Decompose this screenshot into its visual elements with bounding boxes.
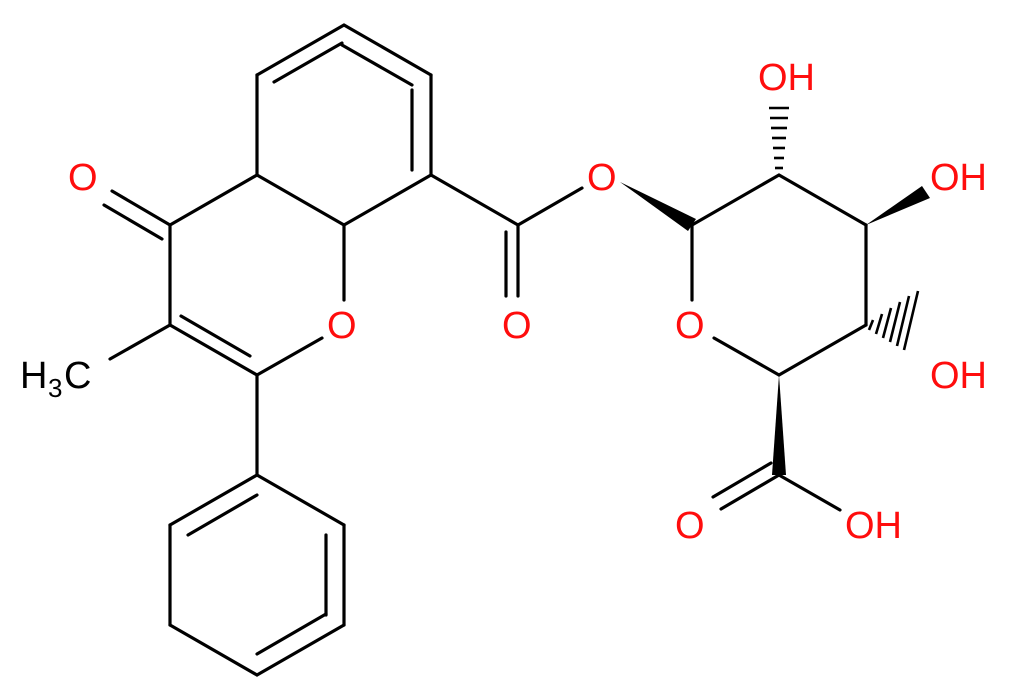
ester-oxygen-label: O [587,157,617,199]
wedge-bond-anomeric [620,182,696,231]
methyl-bond [108,323,172,361]
svg-text:C: C [64,355,91,397]
pyranose-oxygen-label: O [675,305,705,347]
svg-text:H: H [20,355,47,397]
acid-hydroxyl-label: OH [845,505,902,547]
acid-oxygen-label: O [675,505,705,547]
pyranone-ring [168,173,346,377]
hydroxyl-c2-label: OH [758,57,815,99]
wedge-bond-c3 [866,186,930,225]
ring-oxygen-label: O [327,305,357,347]
hash-bond-c4 [867,290,920,351]
carbonyl-oxygen-label: O [502,305,532,347]
ketone-oxygen-label: O [68,157,98,199]
hydroxyl-c4-label: OH [930,355,987,397]
methyl-label: H 3 C [20,355,91,403]
ester-group [429,173,584,298]
wedge-bond-c5 [772,375,786,475]
hash-bond-c2 [769,106,789,170]
carboxyl-group [711,461,842,512]
benzo-ring [255,23,433,227]
hydroxyl-c3-label: OH [930,157,987,199]
svg-text:3: 3 [48,373,62,403]
pyranose-ring [690,173,868,377]
ketone-bond [102,189,172,241]
phenyl-ring [168,373,346,677]
